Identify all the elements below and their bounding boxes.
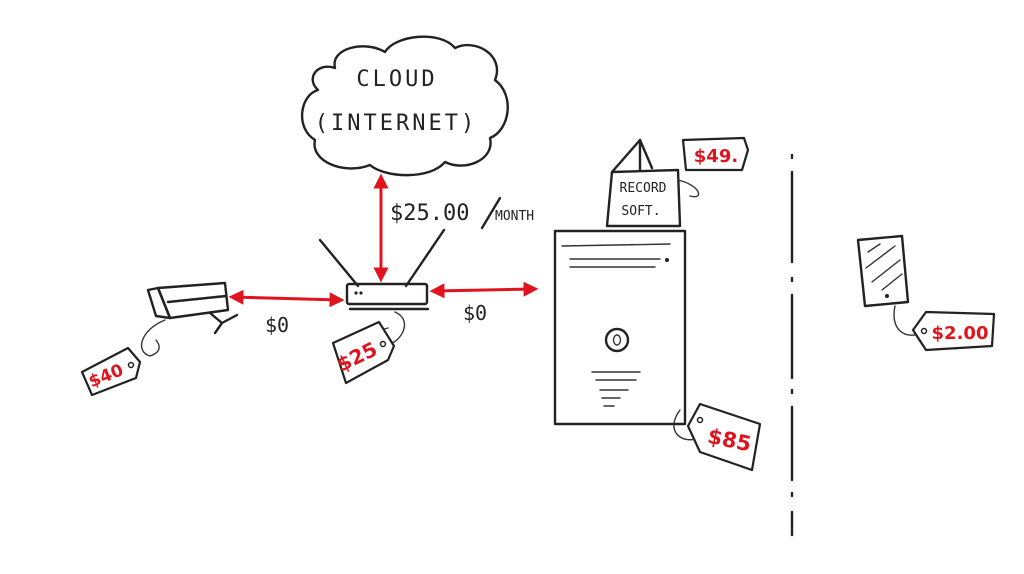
internet-link: $25.00 MONTH [373,173,534,283]
internet-label: (INTERNET) [315,111,477,136]
recorder-tag-hole [696,416,704,424]
recorder: $85 [553,229,762,472]
phone-button [885,294,889,298]
camera: $40 [80,281,239,397]
power-button-icon [604,327,630,353]
router-price-tag [331,320,396,385]
per-slash [480,196,502,230]
camera-link-arrow [228,289,345,308]
cloud-label: CLOUD [356,67,437,92]
software-price-tag [681,136,750,172]
router-led [354,291,358,295]
recorder-price-tag [686,402,762,472]
camera-tag-hole [127,361,135,369]
router-icon [345,282,429,306]
cloud-icon [300,35,509,177]
phone-tag-hole [920,327,928,335]
cloud-internet: CLOUD (INTERNET) [300,35,509,177]
router-antenna-right [404,228,446,288]
phone-price: $2.00 [932,323,989,344]
software-box-icon [605,168,682,228]
router: $25 [318,228,446,385]
camera-link: $0 [228,289,345,337]
camera-body-line [166,294,228,304]
software-label-1: RECORD [620,181,667,196]
phone-glare [867,243,881,253]
recorder-link-cost: $0 [463,301,487,325]
recorder-led [665,258,669,262]
software-price: $49. [694,146,738,167]
phone-icon [856,234,910,308]
camera-price-tag [80,346,142,397]
software-label-2: SOFT. [621,204,660,219]
internet-cost-label: $25.00 [390,201,469,226]
phone: $2.00 [856,234,996,352]
software-box-flap [610,138,654,174]
phone-glare [865,245,896,269]
recorder-icon [553,229,687,426]
camera-link-cost: $0 [265,313,289,337]
router-antenna-left [318,238,360,288]
phone-glare [881,273,903,291]
power-button-inner [612,334,622,346]
router-led [359,291,363,295]
camera-mount [208,311,239,335]
recording-software: RECORD SOFT. $49. [605,136,750,228]
recorder-link-arrow [429,281,539,299]
recorder-top-line [561,243,671,247]
phone-price-tag [911,310,996,352]
camera-lens [146,286,172,320]
router-tag-hole [379,340,387,348]
recorder-link: $0 [429,281,539,325]
camera-tag-string [140,319,166,357]
phone-glare [871,259,901,283]
internet-cost-unit: MONTH [495,209,534,224]
software-tag-string [677,179,700,198]
